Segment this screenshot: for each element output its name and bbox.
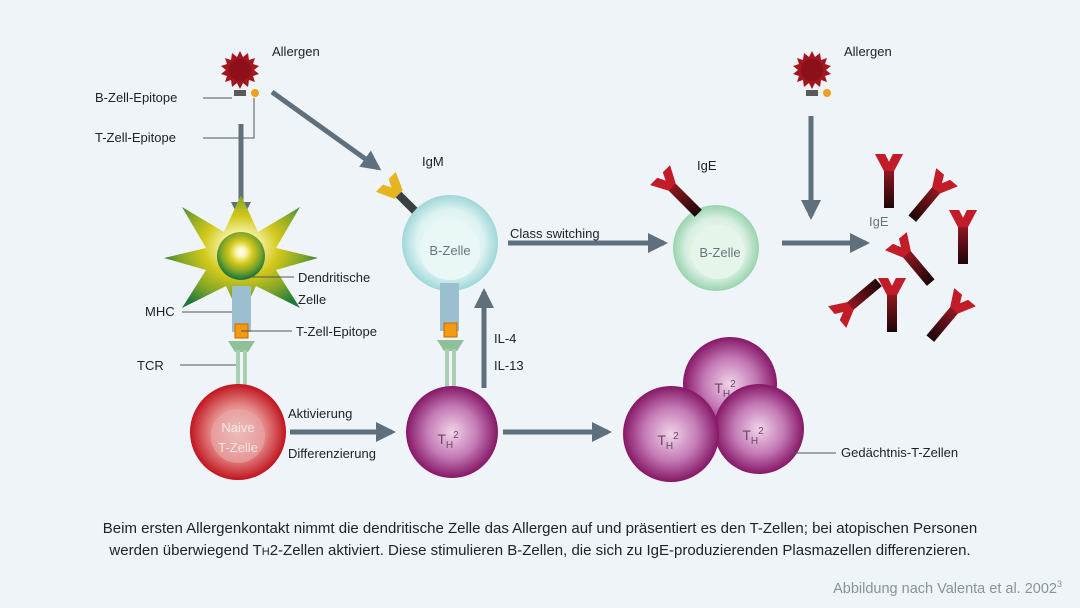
dendritic-label-1: Dendritische [298,270,370,285]
ige-antibody [949,210,977,264]
ige-top-label: IgE [697,158,717,173]
arrow-allergen-to-igm [270,89,382,171]
th2-main-label: TH2 [437,430,459,451]
il4-label: IL-4 [494,331,516,346]
b-cell-1-label: B-Zelle [429,243,470,258]
mhc-label: MHC [145,304,175,319]
mhc-right [440,283,459,331]
caption-line-1: Beim ersten Allergenkontakt nimmt die de… [102,520,978,537]
dendritic-cell-core [217,232,265,280]
t-epitope-mid-right [443,322,458,338]
ige-cluster [828,154,977,342]
igm-label: IgM [422,154,444,169]
mhc-left [232,286,251,332]
il13-label: IL-13 [494,358,524,373]
t-epitope-mid-label: T-Zell-Epitope [296,324,377,339]
ige-cluster-label: IgE [869,214,889,229]
t-epitope-top-label: T-Zell-Epitope [95,130,176,145]
ige-antibody [908,168,958,222]
ige-antibody [878,278,906,332]
memory-th2-top-label: TH2 [714,379,736,400]
b-cell-2-label: B-Zelle [699,245,740,260]
b-cell-1-inner [420,220,480,280]
allergen-right [793,51,831,97]
t-epitope-leader [203,98,255,139]
ige-antibody-bcell [650,165,702,217]
ige-antibody [875,154,903,208]
naive-label-2: T-Zelle [218,440,258,455]
allergen-right-label: Allergen [844,44,892,59]
naive-label-1: Naive [221,420,254,435]
source-credit: Abbildung nach Valenta et al. 20023 [833,579,1062,597]
tcr-label: TCR [137,358,164,373]
differenzierung-label: Differenzierung [288,446,376,461]
th2-cell-main [406,386,498,478]
allergen-left [221,51,259,97]
memory-th2-right [714,384,804,474]
caption: Beim ersten Allergenkontakt nimmt die de… [20,518,1060,563]
memory-th2-right-label: TH2 [742,426,764,447]
memory-th2-left [623,386,719,482]
memory-label: Gedächtnis-T-Zellen [841,445,958,460]
memory-th2-left-label: TH2 [657,431,679,452]
allergen-left-label: Allergen [272,44,320,59]
tcr-right [437,340,464,389]
naive-t-cell-inner [211,409,265,463]
igm-antibody [375,171,422,218]
ige-antibody [885,232,935,286]
class-switching-label: Class switching [510,226,600,241]
dendritic-label-2: Zelle [298,292,326,307]
caption-line-2: werden überwiegend TH2-Zellen aktiviert.… [109,542,971,559]
aktivierung-label: Aktivierung [288,406,352,421]
ige-antibody [926,288,976,342]
tcr-left [228,341,255,390]
b-epitope-label: B-Zell-Epitope [95,90,177,105]
ige-antibody [828,278,882,328]
b-cell-2-inner [691,225,745,279]
